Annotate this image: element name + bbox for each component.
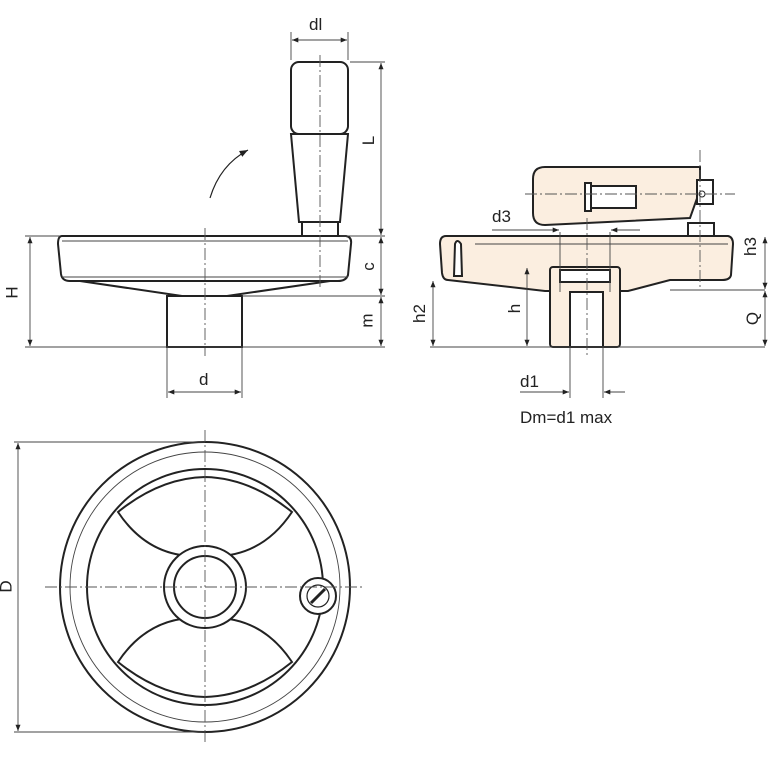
label-m: m: [357, 313, 377, 328]
label-d1: d1: [520, 372, 539, 391]
label-H: H: [2, 286, 22, 299]
label-dl: dl: [309, 15, 323, 34]
spoke-opening-bottom: [116, 616, 294, 699]
top-view: [14, 430, 365, 745]
label-h: h: [505, 303, 525, 314]
label-h3: h3: [740, 237, 760, 256]
label-d3: d3: [492, 207, 511, 226]
label-Q: Q: [743, 311, 763, 326]
side-view: [25, 32, 385, 398]
label-d: d: [199, 370, 209, 389]
nut: [687, 222, 715, 237]
section-view: [430, 150, 768, 398]
label-D: D: [0, 580, 16, 592]
wheel-section: [438, 235, 735, 292]
handle-grip-top: [290, 61, 349, 135]
handle-pivot: [696, 179, 714, 205]
note-dm: Dm=d1 max: [520, 408, 613, 427]
label-h2: h2: [409, 304, 429, 323]
label-c: c: [358, 262, 378, 271]
spoke-opening-top: [116, 475, 294, 558]
label-L: L: [359, 135, 379, 146]
hub: [166, 295, 243, 348]
handle-grip-bottom: [289, 133, 350, 223]
bore: [569, 291, 604, 348]
rotation-arrow-icon: [209, 149, 249, 199]
